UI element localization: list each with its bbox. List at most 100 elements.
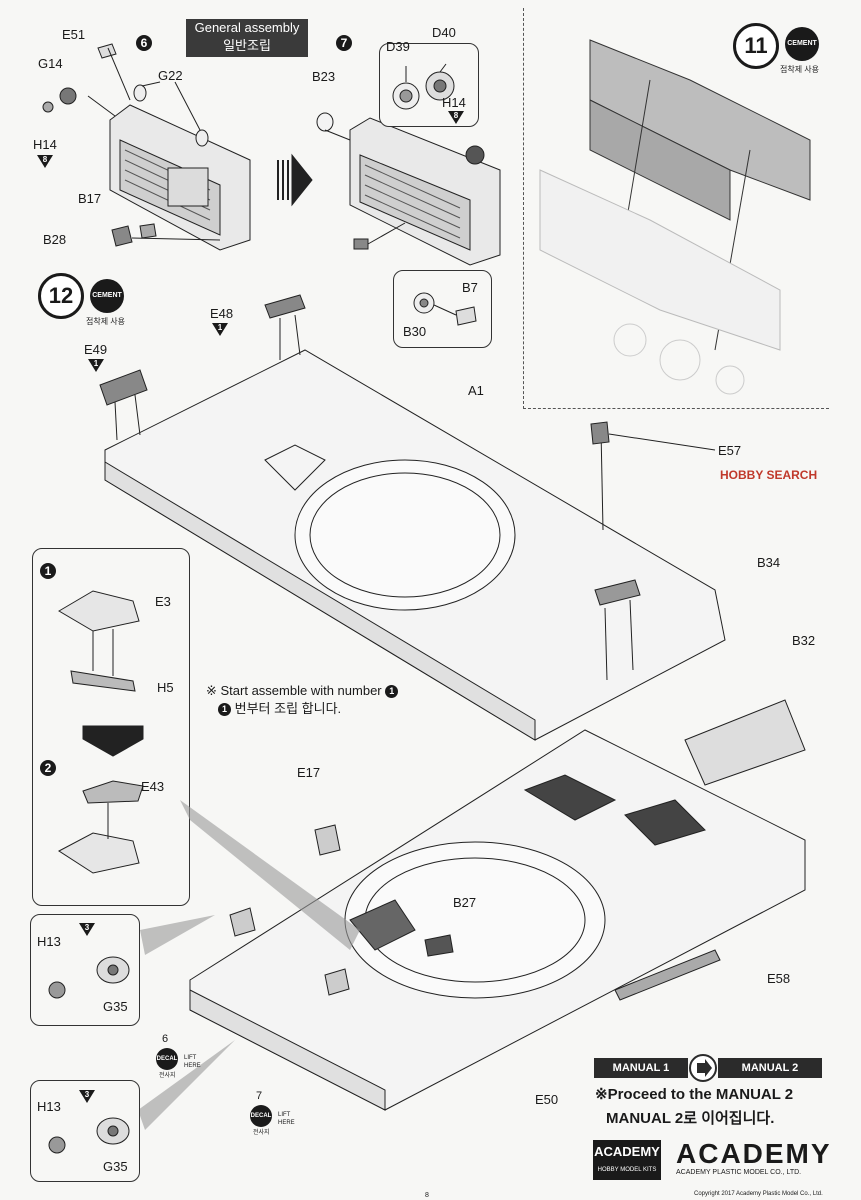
start-note-ko: 번부터 조립 합니다. — [234, 701, 342, 716]
start-note-num-b: 1 — [218, 703, 231, 717]
lift-here-1: LIFT — [184, 1055, 197, 1061]
part-label-b30: B30 — [403, 324, 427, 339]
wheel-inset-drawing-b — [48, 1117, 130, 1154]
copyright: Copyright 2017 Academy Plastic Model Co.… — [694, 1191, 823, 1197]
lift-here-1-b: LIFT — [278, 1112, 291, 1118]
sub-assembly-inset — [32, 548, 190, 906]
start-note: ※ Start assemble with number 1 — [206, 682, 399, 700]
decal-sub: 전사지 — [159, 1073, 176, 1079]
part-label-h5: H5 — [157, 680, 174, 695]
part-label-g35: G35 — [103, 999, 128, 1014]
part-label-g35-b: G35 — [103, 1159, 128, 1174]
part-label-h13-b: H13 — [37, 1099, 61, 1114]
page-number: 8 — [425, 1192, 429, 1199]
step-6-7-drawing — [42, 43, 501, 266]
arrow-right-icon — [689, 1054, 717, 1082]
section-title-en: General assembly — [194, 20, 300, 35]
detail-inset-wheel — [379, 43, 479, 127]
decal-6-number: 6 — [162, 1033, 169, 1045]
sub-step-2-marker: 2 — [40, 760, 56, 776]
wheel-inset-drawing — [48, 956, 130, 999]
manual-1-tab: MANUAL 1 — [594, 1058, 688, 1078]
quantity-e48: 1 — [217, 323, 223, 332]
start-note-num: 1 — [385, 685, 399, 699]
part-label-d39: D39 — [386, 39, 410, 54]
part-label-b32: B32 — [792, 633, 816, 648]
step-11-marker: 11 — [733, 23, 779, 69]
academy-box-logo: ACADEMY HOBBY MODEL KITS — [593, 1140, 661, 1180]
step-7-marker: 7 — [336, 35, 352, 51]
part-label-h14-b: H14 — [442, 95, 466, 110]
academy-wordmark: ACADEMY — [676, 1138, 832, 1169]
logo-box-sub: HOBBY MODEL KITS — [597, 1167, 657, 1173]
watermark: HOBBY SEARCH — [720, 468, 818, 482]
decal-icon: DECAL — [156, 1048, 178, 1070]
cement-icon: CEMENT — [785, 27, 819, 61]
proceed-note-ko: MANUAL 2로 이어집니다. — [606, 1110, 775, 1127]
part-label-b17: B17 — [78, 191, 102, 206]
decal-icon: DECAL — [250, 1105, 272, 1127]
decal-sub-b: 전사지 — [253, 1130, 270, 1136]
e57-part-drawing — [590, 421, 716, 451]
wheel-inset-top — [30, 914, 140, 1026]
part-label-e51: E51 — [62, 27, 86, 42]
lift-here-2-b: HERE — [278, 1120, 295, 1126]
step-6-marker: 6 — [136, 35, 152, 51]
part-label-b28: B28 — [43, 232, 67, 247]
part-label-e43: E43 — [141, 779, 165, 794]
part-label-b7: B7 — [462, 280, 478, 295]
lift-here-2: HERE — [184, 1063, 201, 1069]
sub-assembly-drawing — [58, 590, 144, 874]
part-label-g14: G14 — [38, 56, 63, 71]
detail-inset-bracket — [393, 270, 492, 348]
part-label-e17: E17 — [297, 765, 321, 780]
section-title-ko: 일반조립 — [223, 38, 271, 53]
part-label-b34: B34 — [757, 555, 781, 570]
quantity-h13: 3 — [84, 923, 90, 932]
cement-caption: 접착제 사용 — [780, 65, 820, 74]
quantity-h14-b: 8 — [453, 111, 459, 120]
start-note-ko-line: 1 번부터 조립 합니다. — [218, 700, 341, 718]
part-label-e58: E58 — [767, 971, 791, 986]
part-label-e48: E48 — [210, 306, 234, 321]
part-label-a1: A1 — [468, 383, 484, 398]
quantity-h13-b: 3 — [84, 1090, 90, 1099]
part-label-h13: H13 — [37, 934, 61, 949]
part-label-h14: H14 — [33, 137, 57, 152]
cement-caption: 접착제 사용 — [86, 317, 126, 326]
step-12-marker: 12 — [38, 273, 84, 319]
quantity-e49: 1 — [93, 359, 99, 368]
part-label-e50: E50 — [535, 1092, 559, 1107]
quantity-triangle — [79, 923, 95, 936]
quantity-triangle — [88, 359, 104, 372]
academy-wordmark-sub: ACADEMY PLASTIC MODEL CO., LTD. — [676, 1169, 802, 1176]
decal-7-number: 7 — [256, 1090, 263, 1102]
part-label-e3: E3 — [155, 594, 171, 609]
quantity-triangle — [79, 1090, 95, 1103]
proceed-note-en: ※Proceed to the MANUAL 2 — [595, 1086, 794, 1103]
part-label-b23: B23 — [312, 69, 336, 84]
part-label-g22: G22 — [158, 68, 183, 83]
part-label-d40: D40 — [432, 25, 456, 40]
quantity-triangle — [212, 323, 228, 336]
sub-step-1-marker: 1 — [40, 563, 56, 579]
section-title: General assembly 일반조립 — [186, 19, 308, 57]
bracket-detail-drawing — [413, 292, 477, 326]
start-note-en: ※ Start assemble with number — [206, 683, 386, 698]
part-label-e57: E57 — [718, 443, 742, 458]
part-label-e49: E49 — [84, 342, 108, 357]
quantity-triangle — [448, 111, 464, 124]
cement-icon: CEMENT — [90, 279, 124, 313]
lower-hull-drawing — [189, 699, 806, 1111]
logo-box-text: ACADEMY — [594, 1144, 660, 1159]
upper-hull-drawing — [99, 294, 726, 741]
step-11-panel — [523, 8, 829, 409]
step-11-drawing — [539, 39, 811, 395]
manual-2-tab: MANUAL 2 — [718, 1058, 822, 1078]
quantity-h14: 8 — [42, 155, 48, 164]
wheel-detail-drawing — [392, 63, 455, 110]
quantity-triangle — [37, 155, 53, 168]
callout-wedges — [138, 800, 360, 1130]
part-label-b27: B27 — [453, 895, 477, 910]
